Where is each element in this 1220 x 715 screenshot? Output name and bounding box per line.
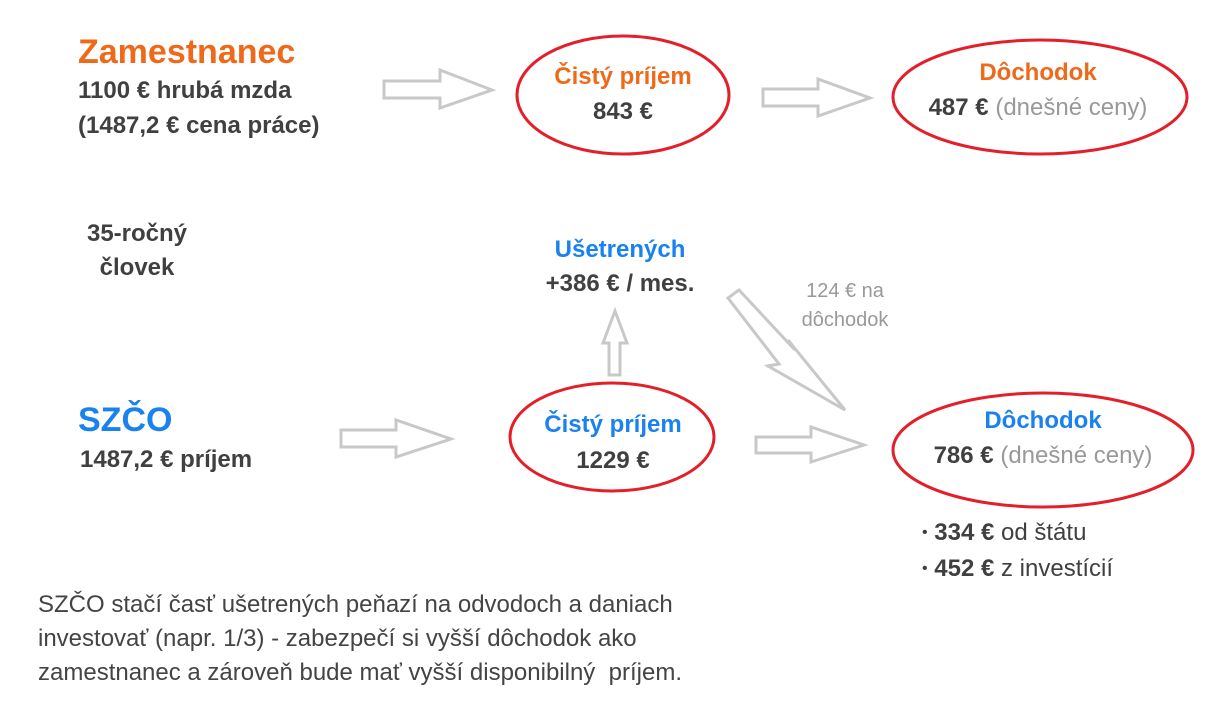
employee-labor-cost: (1487,2 € cena práce) [78,112,320,139]
bullet: • [922,560,928,577]
ellipse-szco-pension [891,391,1195,509]
arrow-szco-to-net [339,417,456,460]
savings-to-pension-line-2: dôchodok [801,309,889,331]
pension-breakdown-item: • 334 € od štátu [922,521,1086,545]
age-label-line-2: človek [99,254,175,281]
arrow-szco-net-to-pension [754,424,869,465]
breakdown-text: z investícií [1001,555,1114,582]
szco-income: 1487,2 € príjem [80,446,253,473]
breakdown-text: od štátu [1001,519,1087,546]
breakdown-amount: 334 € [934,519,995,546]
employee-pension-note: (dnešné ceny) [995,94,1148,121]
conclusion-text: SZČO stačí časť ušetrených peňazí na odv… [38,588,682,690]
employee-net-value: 843 € [592,98,654,125]
szco-title: SZČO [78,401,173,439]
arrow-employee-to-net [382,67,497,111]
conclusion-line: investovať (napr. 1/3) - zabezpečí si vy… [38,625,637,652]
conclusion-line: SZČO stačí časť ušetrených peňazí na odv… [38,591,673,618]
employee-net-label: Čistý príjem [554,63,692,90]
employee-pension-line: 487 € (dnešné ceny) [929,96,1148,120]
age-label-line-1: 35-ročný [86,220,188,247]
arrow-net-to-savings [600,306,630,377]
ellipse-employee-pension [891,38,1189,156]
arrow-savings-to-pension [725,288,847,412]
szco-net-value: 1229 € [576,447,650,474]
szco-net-label: Čistý príjem [544,411,682,438]
employee-title: Zamestnanec [78,33,296,71]
bullet: • [922,524,928,541]
employee-pension-label: Dôchodok [979,59,1097,86]
savings-value: +386 € / mes. [545,270,695,297]
ellipse-szco-net [508,381,716,493]
szco-pension-line: 786 € (dnešné ceny) [934,444,1153,468]
ellipse-employee-net [515,34,731,156]
breakdown-amount: 452 € [934,555,995,582]
savings-label: Ušetrených [554,236,686,263]
employee-gross: 1100 € hrubá mzda [78,77,292,104]
employee-pension-value: 487 € [928,94,989,121]
szco-pension-note: (dnešné ceny) [1000,442,1153,469]
szco-pension-label: Dôchodok [984,407,1102,434]
conclusion-line: zamestnanec a zároveň bude mať vyšší dis… [38,659,682,686]
arrow-employee-net-to-pension [761,76,875,119]
szco-pension-value: 786 € [933,442,994,469]
savings-to-pension-line-1: 124 € na [806,280,884,302]
pension-breakdown-item: • 452 € z investícií [922,557,1113,581]
